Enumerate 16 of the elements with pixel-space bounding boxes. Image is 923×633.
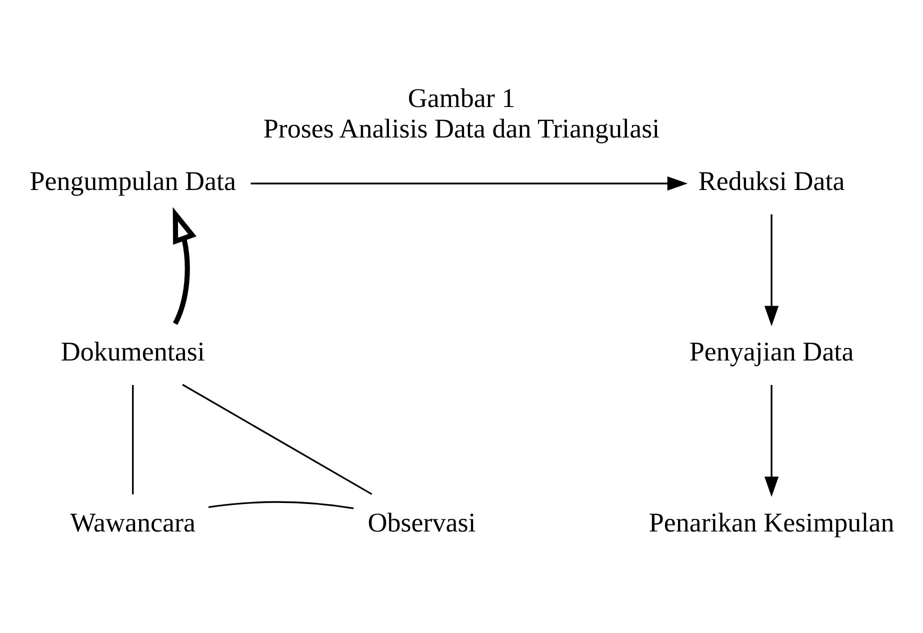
diagram-title: Gambar 1 [408,82,516,113]
caption: Proses Analisis Data dan Triangulasi [263,113,660,144]
node-text: Penarikan Kesimpulan [648,506,894,537]
arrow [764,384,779,496]
connector [182,383,372,494]
arrow [764,214,779,326]
arrow [172,206,196,324]
connector [208,500,354,509]
arrow [250,176,688,190]
node-text: Penyajian Data [689,336,854,366]
node-text: Wawancara [70,506,196,537]
connector [132,384,134,494]
node-text: Reduksi Data [698,165,845,196]
node-text: Pengumpulan Data [30,165,236,196]
node-text: Dokumentasi [60,336,205,366]
node-text: Observasi [368,506,476,537]
